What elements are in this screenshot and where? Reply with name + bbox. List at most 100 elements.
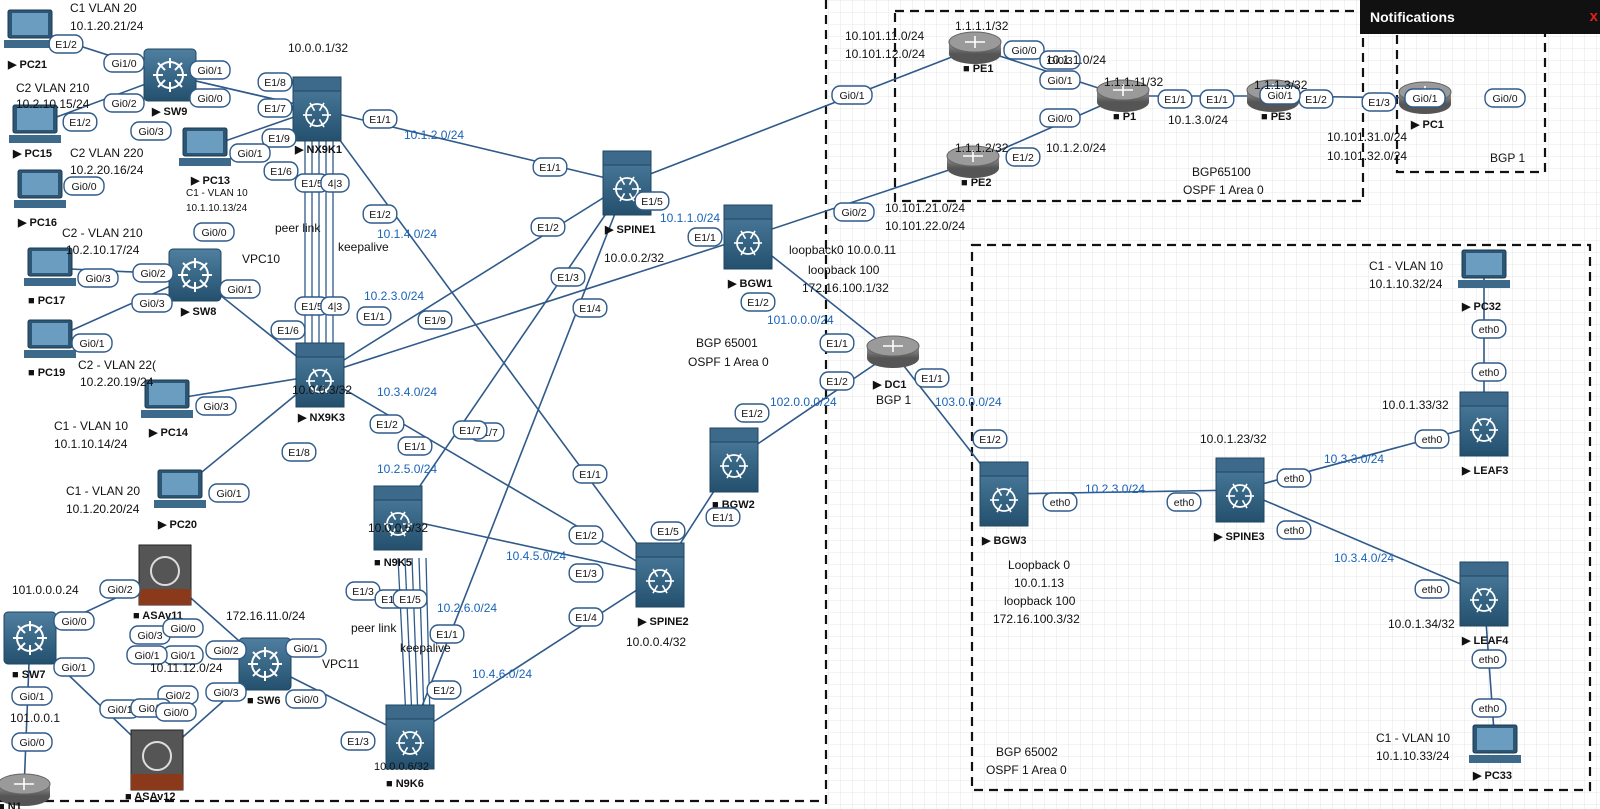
svg-text:E1/1: E1/1 [369,114,391,126]
port-badge: Gi0/3 [1039,50,1081,70]
device-label: ▶ BGW1 [727,278,773,290]
svg-text:Gi0/1: Gi0/1 [134,650,159,662]
device-label: ■ PE1 [963,63,994,75]
svg-text:E1/1: E1/1 [404,441,426,453]
device-sw7[interactable]: ■ SW7 [3,611,57,681]
port-badge: eth0 [1471,649,1507,669]
ospf-area-label-a: OSPF 1 Area 0 [688,355,769,369]
port-badge: E1/2 [972,429,1008,449]
svg-text:Gi0/2: Gi0/2 [111,98,136,110]
svg-text:Gi0/0: Gi0/0 [197,93,222,105]
device-pc17[interactable]: ■ PC17 [24,247,76,307]
port-badge: E1/5 [634,191,670,211]
pc1-net2: 10.101.32.0/24 [1327,149,1407,163]
device-leaf4[interactable]: ▶ LEAF4 [1459,561,1509,647]
port-badge: E1/2 [568,525,604,545]
svg-text:Gi0/2: Gi0/2 [841,207,866,219]
ospf-area-label-c: OSPF 1 Area 0 [986,763,1067,777]
port-badge: E1/1 [1199,89,1235,109]
device-sw6[interactable]: ■ SW6 [238,637,292,707]
device-pc19[interactable]: ■ PC19 [24,319,76,379]
device-pc32[interactable]: ▶ PC32 [1458,249,1510,313]
port-badge: E1/4 [568,607,604,627]
device-spine2[interactable]: ▶ SPINE2 [635,542,689,628]
device-dc1[interactable]: ▶ DC1 [866,335,920,391]
svg-text:E1/5: E1/5 [399,594,421,606]
device-bgw2[interactable]: ■ BGW2 [709,427,759,511]
device-pc20[interactable]: ▶ PC20 [154,469,206,531]
svg-text:E1/5: E1/5 [301,178,323,190]
device-pc16[interactable]: ▶ PC16 [14,169,66,229]
port-badge: E1/7 [452,420,488,440]
device-pc15[interactable]: ▶ PC15 [9,104,61,160]
notifications-bar[interactable]: Notifications x [1360,0,1600,34]
port-badge: E1/9 [417,310,453,330]
svg-text:E1/1: E1/1 [579,469,601,481]
router-icon [948,31,1002,64]
port-badge: eth0 [1276,520,1312,540]
device-sw8[interactable]: ▶ SW8 [168,248,222,318]
device-label: ■ P1 [1113,111,1136,123]
device-sw9[interactable]: ▶ SW9 [143,48,197,118]
device-label: ▶ NX9K1 [294,144,342,156]
device-bgw3[interactable]: ▶ BGW3 [979,461,1029,547]
device-n9k6[interactable]: ■ N9K6 [385,704,435,790]
port-badge: E1/2 [48,34,84,54]
port-badge: Gi0/0 [1484,88,1526,108]
svg-text:Gi0/0: Gi0/0 [71,181,96,193]
close-icon[interactable]: x [1589,8,1598,25]
pc1-net1: 10.101.31.0/24 [1327,130,1407,144]
notifications-title: Notifications [1370,9,1455,25]
device-p1[interactable]: ■ P1 [1096,79,1150,123]
svg-text:eth0: eth0 [1284,473,1305,485]
port-badge: eth0 [1042,492,1078,512]
svg-text:Gi0/3: Gi0/3 [137,630,162,642]
svg-text:4|3: 4|3 [328,178,343,190]
svg-text:E1/2: E1/2 [575,530,597,542]
device-n1[interactable]: ■ N1 [0,773,51,809]
port-badge: E1/8 [257,72,293,92]
device-bgw1[interactable]: ▶ BGW1 [723,204,773,290]
device-n9k5[interactable]: ■ N9K5 [373,485,423,569]
device-asav11[interactable]: ■ ASAv11 [133,544,192,622]
port-badge: Gi0/0 [285,689,327,709]
device-pe2[interactable]: ■ PE2 [946,145,1000,189]
device-pc13[interactable]: ▶ PC13 [179,127,231,187]
link-line [319,182,628,376]
bgp65100-label: BGP65100 [1192,165,1251,179]
device-pe1[interactable]: ■ PE1 [948,31,1002,75]
bgw3-loopback0: Loopback 0 [1008,558,1070,572]
bgp65002-label: BGP 65002 [996,745,1058,759]
device-label: ▶ PC20 [157,519,197,531]
port-badge: E1/2 [1005,147,1041,167]
port-badges: Gi1/0Gi0/2Gi0/3Gi0/1Gi0/0E1/8E1/7E1/9E1/… [11,34,1526,752]
port-badge: E1/2 [819,371,855,391]
bgw3-loopback100: loopback 100 [1004,594,1076,608]
device-pc14[interactable]: ▶ PC14 [141,379,193,439]
device-nx9k3[interactable]: ▶ NX9K3 [295,342,345,424]
svg-text:eth0: eth0 [1422,434,1443,446]
svg-text:E1/1: E1/1 [1206,94,1228,106]
svg-text:E1/2: E1/2 [433,685,455,697]
svg-text:Gi0/0: Gi0/0 [170,623,195,635]
port-badge: E1/2 [530,217,566,237]
device-nx9k1[interactable]: ▶ NX9K1 [292,76,342,156]
device-pc21[interactable]: ▶ PC21 [4,9,56,71]
svg-text:Gi0/3: Gi0/3 [85,273,110,285]
firewall-icon [130,729,184,791]
svg-text:Gi0/1: Gi0/1 [237,148,262,160]
svg-text:E1/5: E1/5 [641,196,663,208]
svg-text:Gi0/2: Gi0/2 [107,584,132,596]
device-leaf3[interactable]: ▶ LEAF3 [1459,391,1509,477]
device-pc33[interactable]: ▶ PC33 [1469,724,1521,782]
svg-text:Gi0/1: Gi0/1 [227,284,252,296]
port-badge: eth0 [1414,429,1450,449]
leaf3-loopback: 10.0.1.33/32 [1382,398,1449,412]
svg-text:Gi0/1: Gi0/1 [1412,93,1437,105]
device-label: ■ PE3 [1261,111,1292,123]
device-asav12[interactable]: ■ ASAv12 [125,729,184,803]
device-spine3[interactable]: ▶ SPINE3 [1213,457,1265,543]
svg-text:E1/2: E1/2 [1305,94,1327,106]
port-badge: Gi0/2 [833,202,875,222]
